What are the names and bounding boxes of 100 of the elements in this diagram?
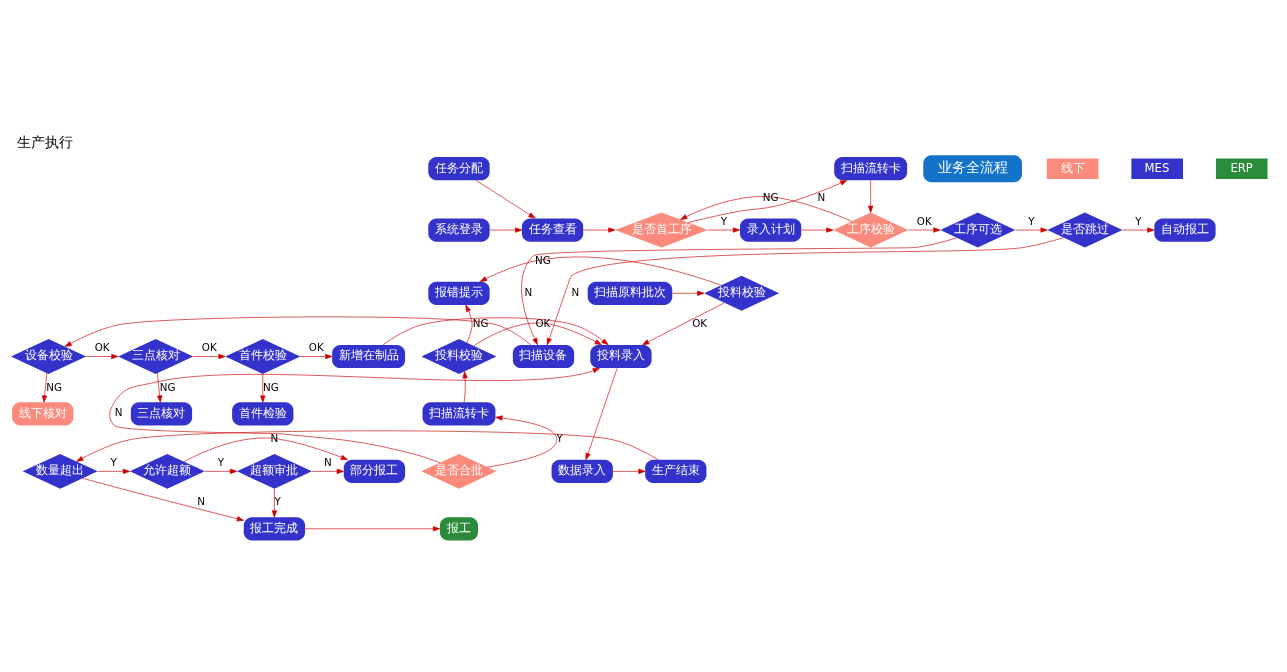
edge-label: OK [535, 316, 551, 329]
arrow [109, 367, 600, 463]
node-box: 生产结束 [645, 459, 707, 483]
edge-label: Y [274, 494, 281, 507]
label: 业务全流程 [937, 158, 1008, 175]
arrow [82, 477, 244, 521]
edge-label: Y [110, 455, 117, 468]
arrow [1122, 226, 1155, 233]
edge-label: N [524, 285, 533, 298]
edge-label: N [817, 190, 826, 203]
arrow [707, 226, 740, 233]
edge-label: OK [94, 340, 110, 353]
arrow [487, 414, 558, 467]
arrow [311, 468, 344, 474]
node-box: 扫描流转卡 [422, 401, 496, 426]
arrow [465, 304, 473, 343]
arrow [304, 525, 441, 531]
arrow [868, 179, 874, 213]
arrow [462, 370, 468, 403]
node-box: 新增在制品 [332, 344, 406, 368]
edge-label: Y [720, 214, 728, 227]
node-box: 部分报工 [343, 459, 406, 483]
node-diamond: 三点核对 [118, 338, 194, 374]
arrow [908, 226, 941, 233]
edge-label: OK [916, 214, 932, 227]
edge-label: OK [692, 316, 708, 329]
node-box: 系统登录 [428, 217, 490, 242]
node-box: 首件检验 [232, 401, 294, 426]
arrow [642, 301, 725, 345]
node-box: 扫描设备 [512, 344, 575, 368]
arrow [521, 236, 958, 345]
edge-label: N [270, 431, 279, 444]
arrow [612, 468, 646, 474]
arrow [86, 353, 119, 359]
edge-label: NG [46, 380, 62, 393]
edge-label: OK [201, 340, 217, 353]
node-box: 线下核对 [12, 401, 74, 426]
node-box: 投料录入 [590, 344, 652, 368]
arrow [582, 226, 616, 233]
legend-label: ERP [1230, 160, 1253, 175]
diagram-title: 生产执行 [16, 133, 73, 150]
edge-label: OK [308, 340, 324, 353]
edge-label: Y [217, 455, 224, 468]
arrow [76, 430, 659, 462]
node-box: 任务查看 [521, 217, 584, 242]
edge-label: NG [534, 253, 551, 266]
node-box: 自动报工 [1154, 217, 1216, 242]
edge-label: Y [556, 431, 563, 444]
edge-label: Y [1028, 214, 1035, 227]
arrow [193, 353, 226, 359]
arrow [260, 373, 266, 403]
arrow [382, 316, 609, 345]
legend-label: 线下 [1060, 160, 1085, 175]
arrow [687, 179, 848, 223]
arrow [585, 367, 618, 460]
arrow [489, 226, 523, 233]
arrow [671, 290, 705, 296]
arrow [157, 372, 163, 403]
node-box: 任务分配 [428, 156, 490, 180]
arrow [204, 468, 238, 474]
edge-label: N [571, 285, 580, 298]
arrow [97, 468, 130, 474]
arrow [271, 488, 277, 517]
node-box: 三点核对 [130, 401, 193, 426]
arrow [801, 226, 834, 233]
node-box: 报工完成 [243, 516, 306, 540]
node-diamond: 超额审批 [236, 453, 312, 489]
edge-label: NG [472, 316, 489, 329]
legend-label: MES [1144, 160, 1170, 175]
node-diamond: 是否跳过 [1047, 212, 1123, 247]
node-diamond: 是否合批 [421, 453, 497, 489]
arrow [680, 195, 853, 222]
node-box: 扫描流转卡 [834, 156, 908, 180]
node-diamond: 投料校验 [704, 275, 780, 311]
node-diamond: 工序可选 [940, 212, 1016, 247]
edge-label: N [197, 494, 206, 507]
arrow [479, 256, 722, 286]
arrow [546, 236, 1064, 345]
arrow [300, 353, 333, 359]
arrow [64, 316, 532, 347]
arrow [1015, 226, 1048, 233]
node-diamond: 首件校验 [225, 338, 301, 374]
edge-label: NG [159, 380, 176, 393]
edge-label: N [323, 455, 332, 468]
node-diamond: 投料校验 [421, 338, 497, 374]
node-box: 报错提示 [428, 281, 490, 305]
node-diamond: 工序校验 [833, 212, 909, 247]
node-box: 数据录入 [551, 459, 613, 483]
arrow [475, 179, 536, 219]
edge-label: NG [762, 190, 779, 203]
node-diamond: 允许超额 [129, 453, 205, 489]
edge-label: N [114, 405, 123, 418]
edge-label: Y [1135, 214, 1142, 227]
node-box: 扫描原料批次 [587, 281, 673, 305]
arrow [183, 437, 348, 462]
arrow [41, 372, 48, 403]
edge-label: NG [263, 380, 279, 393]
arrow [473, 322, 602, 346]
node-box: 报工 [439, 516, 478, 540]
node-box: 录入计划 [740, 217, 802, 242]
